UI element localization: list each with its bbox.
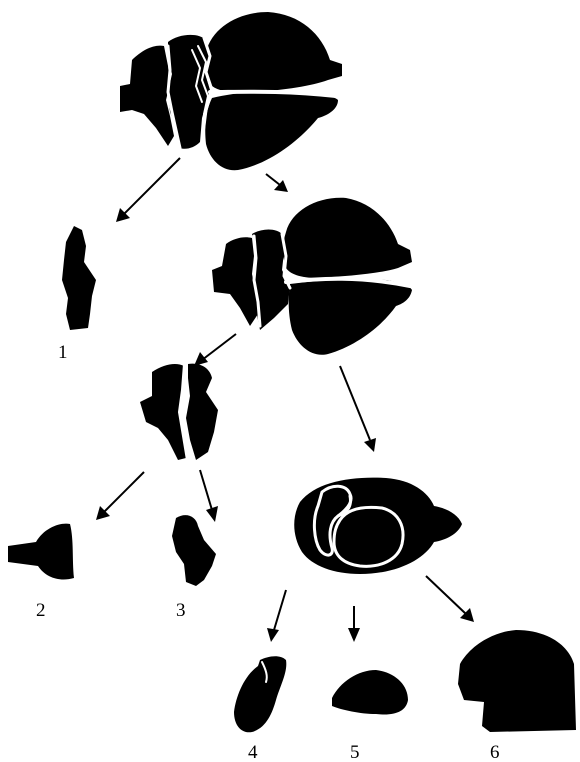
piece-1: 1 [58,226,96,363]
arrow-stage-4-to-piece-4 [267,590,286,642]
stage-3-right-piece [186,364,218,460]
arrow-stage-1-to-piece-1 [116,158,180,222]
piece-5: 5 [332,670,408,762]
piece-2: 2 [8,524,74,621]
stage-1-left-piece [120,46,174,146]
stage-3-structure [140,364,218,460]
label-5: 5 [350,742,360,762]
arrow-stage-3-to-piece-2 [96,472,144,520]
label-1: 1 [58,342,68,363]
stage-1-lower-lobe [205,91,338,170]
stage-1-whole-structure [120,12,342,170]
piece-6-shape [458,630,576,732]
stage-2-structure [212,198,412,355]
piece-3-shape [172,515,216,586]
arrow-stage-1-to-stage-2 [266,174,288,192]
stage-2-left-piece [212,237,258,326]
label-4: 4 [248,742,258,762]
piece-5-shape [332,670,408,714]
piece-4-shape [234,656,286,732]
stage-2-lower-lobe [289,279,412,355]
arrow-stage-4-to-piece-5 [348,606,360,642]
piece-1-shape [62,226,96,330]
arrow-stage-4-to-piece-6 [426,576,474,622]
stage-4-body [294,478,462,574]
piece-3: 3 [172,515,216,621]
piece-2-shape [8,524,74,580]
arrow-stage-2-to-stage-4 [340,366,376,452]
label-3: 3 [176,600,186,621]
label-6: 6 [490,742,500,762]
stage-4-structure [294,478,462,574]
stage-1-upper-lobe [205,12,342,93]
arrow-stage-2-to-stage-3 [194,334,236,366]
piece-6: 6 [458,630,576,762]
label-2: 2 [36,600,46,621]
stage-2-upper-lobe [283,198,412,278]
arrow-stage-3-to-piece-3 [200,470,218,522]
piece-4: 4 [234,656,286,762]
